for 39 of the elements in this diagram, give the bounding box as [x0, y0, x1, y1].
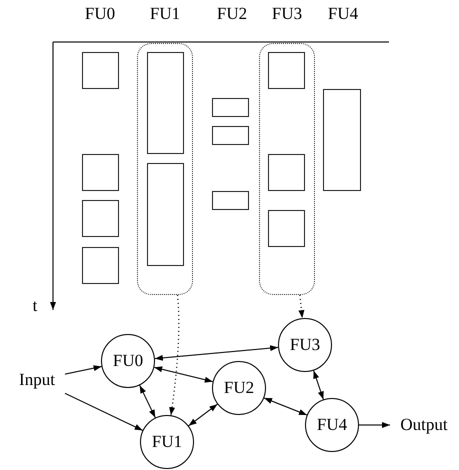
task-box [268, 210, 304, 246]
arrow [64, 365, 102, 375]
dotted-group-outline [259, 43, 315, 295]
task-box [82, 200, 119, 237]
arrow [313, 370, 324, 400]
arrow [264, 397, 308, 416]
unit-circle: FU3 [278, 318, 332, 372]
arrow [358, 422, 390, 428]
arrow [154, 345, 279, 361]
task-box [268, 52, 304, 88]
unit-circle: FU4 [305, 398, 359, 452]
dotted-group-outline [137, 43, 193, 295]
arrow [139, 384, 156, 418]
arrow [64, 392, 144, 431]
task-box [212, 126, 249, 145]
arrow [188, 404, 218, 426]
column-header: FU2 [216, 4, 248, 24]
column-header: FU1 [150, 4, 180, 24]
unit-circle: FU1 [140, 415, 194, 469]
task-box [82, 247, 119, 284]
task-box [82, 154, 119, 191]
column-header: FU4 [328, 4, 358, 24]
dotted-arrow [169, 294, 180, 416]
task-box [268, 154, 304, 190]
task-box [146, 162, 184, 266]
task-box [212, 191, 249, 210]
column-header: FU3 [272, 4, 302, 24]
task-box [212, 98, 249, 117]
column-header: FU0 [84, 4, 116, 24]
dotted-arrow [298, 294, 304, 318]
arrow [154, 366, 214, 383]
io-text: Input [12, 369, 62, 391]
task-box [146, 52, 184, 154]
unit-circle: FU0 [101, 334, 155, 388]
axis-label: t [32, 296, 38, 316]
task-box [82, 52, 119, 89]
task-box [323, 89, 361, 191]
unit-circle: FU2 [212, 361, 266, 415]
io-text: Output [393, 414, 455, 436]
